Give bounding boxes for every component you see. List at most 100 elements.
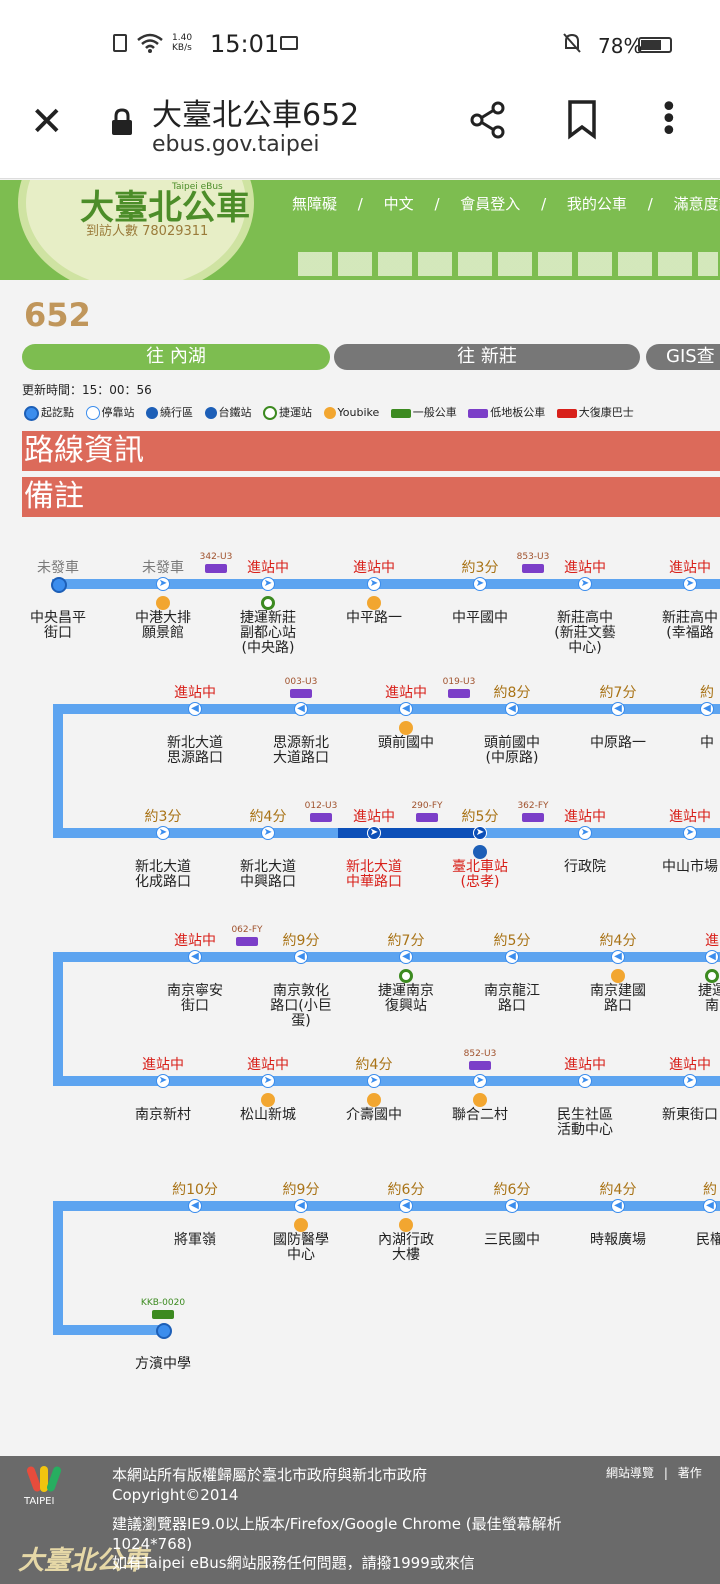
- stop-marker[interactable]: ◀: [294, 702, 308, 716]
- more-menu-icon[interactable]: •••: [660, 90, 678, 149]
- footer-link-sitemap[interactable]: 網站導覽: [606, 1466, 655, 1480]
- stop-marker[interactable]: ➤: [367, 577, 381, 591]
- stop-name[interactable]: 捷運新莊 副都心站 (中央路): [240, 610, 296, 656]
- lowfloor-bus-icon[interactable]: [469, 1061, 491, 1070]
- tab-gis[interactable]: GIS查: [646, 344, 720, 370]
- stop-name[interactable]: 中: [700, 735, 714, 751]
- stop-marker[interactable]: ➤: [156, 826, 170, 840]
- stop-name[interactable]: 方濱中學: [135, 1356, 191, 1372]
- stop-name[interactable]: 南京龍江 路口: [484, 983, 540, 1014]
- stop-name[interactable]: 中平國中: [452, 610, 508, 626]
- lowfloor-bus-icon[interactable]: [522, 564, 544, 573]
- stop-marker[interactable]: ➤: [156, 1074, 170, 1088]
- stop-marker[interactable]: ➤: [473, 1074, 487, 1088]
- stop-name[interactable]: 三民國中: [484, 1232, 540, 1248]
- remarks-header[interactable]: 備註: [22, 477, 720, 517]
- stop-name[interactable]: 民權: [696, 1232, 720, 1248]
- stop-name[interactable]: 頭前國中 (中原路): [484, 735, 540, 766]
- nav-chinese[interactable]: 中文: [383, 195, 414, 213]
- stop-name[interactable]: 中央昌平 街口: [30, 610, 86, 641]
- stop-name[interactable]: 松山新城: [240, 1107, 296, 1123]
- stop-marker[interactable]: ◀: [188, 1199, 202, 1213]
- stop-marker[interactable]: ➤: [683, 1074, 697, 1088]
- tab-to-xinzhuang[interactable]: 往 新莊: [334, 344, 640, 370]
- stop-name[interactable]: 中山市場: [662, 859, 718, 875]
- stop-marker[interactable]: ◀: [188, 950, 202, 964]
- stop-name[interactable]: 南京寧安 街口: [167, 983, 223, 1014]
- stop-name[interactable]: 內湖行政 大樓: [378, 1232, 434, 1263]
- stop-marker[interactable]: ◀: [611, 1199, 625, 1213]
- stop-name[interactable]: 捷運 南: [698, 983, 720, 1014]
- stop-marker[interactable]: ◀: [399, 950, 413, 964]
- stop-marker[interactable]: [51, 577, 67, 593]
- site-logo[interactable]: 大臺北公車: [80, 188, 250, 228]
- stop-marker[interactable]: ➤: [578, 1074, 592, 1088]
- stop-name[interactable]: 新北大道 思源路口: [167, 735, 223, 766]
- share-icon[interactable]: [468, 100, 508, 140]
- lowfloor-bus-icon[interactable]: [448, 689, 470, 698]
- stop-name[interactable]: 南京建國 路口: [590, 983, 646, 1014]
- stop-name[interactable]: 中平路一: [346, 610, 402, 626]
- stop-name[interactable]: 新北大道 化成路口: [135, 859, 191, 890]
- stop-name[interactable]: 聯合二村: [452, 1107, 508, 1123]
- bookmark-icon[interactable]: [566, 100, 598, 140]
- stop-name[interactable]: 捷運南京 復興站: [378, 983, 434, 1014]
- stop-name[interactable]: 中港大排 願景館: [135, 610, 191, 641]
- close-icon[interactable]: ✕: [30, 99, 64, 145]
- stop-name[interactable]: 新莊高中 (幸福路: [662, 610, 718, 641]
- stop-name[interactable]: 民生社區 活動中心: [557, 1107, 613, 1138]
- lowfloor-bus-icon[interactable]: [290, 689, 312, 698]
- url-text[interactable]: ebus.gov.taipei: [152, 132, 320, 157]
- stop-marker[interactable]: ➤: [367, 826, 381, 840]
- stop-name[interactable]: 將軍嶺: [174, 1232, 216, 1248]
- bus-icon[interactable]: [152, 1310, 174, 1319]
- stop-name[interactable]: 思源新北 大道路口: [273, 735, 329, 766]
- stop-marker[interactable]: ➤: [683, 577, 697, 591]
- stop-marker[interactable]: ➤: [578, 826, 592, 840]
- stop-name[interactable]: 南京敦化 路口(小巨 蛋): [270, 983, 332, 1029]
- nav-accessibility[interactable]: 無障礙: [292, 195, 338, 213]
- nav-login[interactable]: 會員登入: [460, 195, 521, 213]
- stop-name[interactable]: 介壽國中: [346, 1107, 402, 1123]
- nav-my-bus[interactable]: 我的公車: [566, 195, 627, 213]
- stop-marker[interactable]: ◀: [294, 950, 308, 964]
- tab-to-neihu[interactable]: 往 內湖: [22, 344, 330, 370]
- stop-marker[interactable]: ➤: [156, 577, 170, 591]
- stop-marker[interactable]: ➤: [473, 577, 487, 591]
- stop-marker[interactable]: ◀: [294, 1199, 308, 1213]
- stop-marker[interactable]: ◀: [703, 1199, 717, 1213]
- stop-marker[interactable]: ➤: [367, 1074, 381, 1088]
- stop-marker[interactable]: ◀: [611, 950, 625, 964]
- stop-name[interactable]: 時報廣場: [590, 1232, 646, 1248]
- stop-marker[interactable]: ➤: [261, 826, 275, 840]
- stop-marker[interactable]: ◀: [700, 702, 714, 716]
- stop-marker[interactable]: ◀: [399, 1199, 413, 1213]
- stop-name[interactable]: 行政院: [564, 859, 606, 875]
- stop-marker[interactable]: ◀: [505, 702, 519, 716]
- stop-name[interactable]: 臺北車站 (忠孝): [452, 859, 508, 890]
- lowfloor-bus-icon[interactable]: [522, 813, 544, 822]
- stop-name[interactable]: 中原路一: [590, 735, 646, 751]
- stop-marker[interactable]: ◀: [505, 1199, 519, 1213]
- stop-name[interactable]: 頭前國中: [378, 735, 434, 751]
- stop-marker[interactable]: ◀: [188, 702, 202, 716]
- nav-survey[interactable]: 滿意度調查: [673, 195, 720, 213]
- stop-marker[interactable]: ➤: [578, 577, 592, 591]
- stop-marker[interactable]: ◀: [399, 702, 413, 716]
- footer-link-copyright[interactable]: 著作: [677, 1466, 702, 1480]
- stop-name[interactable]: 南京新村: [135, 1107, 191, 1123]
- stop-marker[interactable]: ➤: [261, 577, 275, 591]
- stop-marker[interactable]: ◀: [611, 702, 625, 716]
- stop-name[interactable]: 新東街口: [662, 1107, 718, 1123]
- stop-name[interactable]: 新北大道 中興路口: [240, 859, 296, 890]
- stop-marker[interactable]: ➤: [261, 1074, 275, 1088]
- stop-name[interactable]: 新莊高中 (新莊文藝 中心): [554, 610, 616, 656]
- lowfloor-bus-icon[interactable]: [205, 564, 227, 573]
- lowfloor-bus-icon[interactable]: [310, 813, 332, 822]
- stop-marker[interactable]: ➤: [683, 826, 697, 840]
- stop-name[interactable]: 新北大道 中華路口: [346, 859, 402, 890]
- stop-marker[interactable]: ◀: [705, 950, 719, 964]
- stop-marker[interactable]: ➤: [473, 826, 487, 840]
- lowfloor-bus-icon[interactable]: [236, 937, 258, 946]
- stop-marker[interactable]: [156, 1323, 172, 1339]
